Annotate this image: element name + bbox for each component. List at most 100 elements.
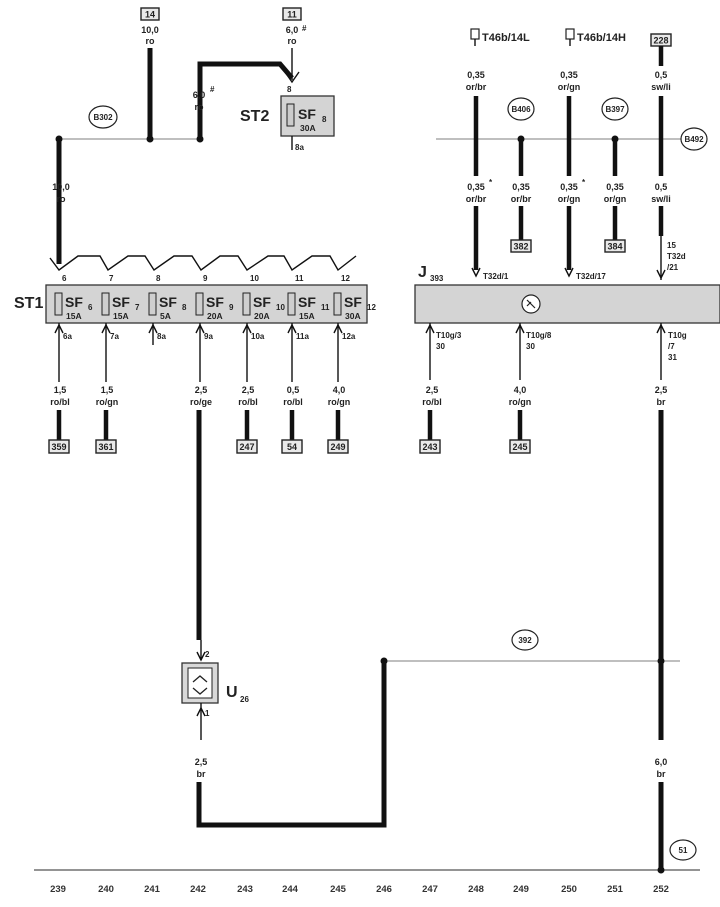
ref-box-11 — [282, 7, 302, 21]
wire-label: 4,0 — [514, 385, 527, 395]
pin-label: 9a — [204, 332, 213, 341]
st1-fuse-block — [45, 284, 368, 324]
wire-label: ro/gn — [509, 397, 532, 407]
wire-label: br — [657, 397, 666, 407]
wire-label: 10,0 — [52, 182, 70, 192]
track-number: 246 — [376, 884, 392, 895]
connector-t46-h — [565, 28, 575, 46]
relay-symbol-icon — [187, 667, 213, 699]
pin-label: 7 — [109, 274, 114, 283]
fuse-name: SF — [65, 294, 83, 310]
wire-label: 0,35 — [560, 70, 578, 80]
fuse-name: SF — [159, 294, 177, 310]
pin-arrow — [148, 323, 158, 334]
wire-label: 0,35 — [512, 182, 530, 192]
ref-text: 247 — [239, 442, 254, 452]
fuse-symbol — [148, 292, 157, 316]
fuse-symbol — [54, 292, 63, 316]
fuse-name: SF — [344, 294, 362, 310]
fuse-rating: 15A — [113, 311, 129, 321]
pin-label: 7a — [110, 332, 119, 341]
track-number: 241 — [144, 884, 161, 895]
wire-mark: # — [210, 85, 215, 94]
wire-mark: # — [302, 24, 307, 33]
pin-arrow — [656, 323, 666, 334]
fuse-symbol — [333, 292, 342, 316]
junction-dot — [657, 657, 665, 665]
pin-label: T10g — [668, 331, 687, 340]
fuse-sub: 9 — [229, 303, 234, 312]
st2-fuse-rating: 30A — [300, 123, 316, 133]
pin-label: 9 — [203, 274, 208, 283]
fuse-rating: 20A — [207, 311, 223, 321]
wire-label: or/br — [511, 194, 532, 204]
wire-label: 6,0 — [655, 757, 668, 767]
pin-label: 8 — [156, 274, 161, 283]
fuse-sub: 12 — [367, 303, 376, 312]
ref-11-text: 11 — [287, 10, 297, 20]
splice-b302 — [88, 105, 118, 129]
track-number: 252 — [653, 884, 669, 895]
relay-label: U — [226, 684, 238, 701]
junction-dot — [196, 135, 204, 143]
ref-box — [48, 439, 70, 454]
wire-label: or/br — [466, 82, 487, 92]
fuse-symbol — [101, 292, 110, 316]
control-unit-symbol-icon — [521, 294, 541, 314]
ground-51-label: 51 — [679, 846, 688, 855]
fuse-name: SF — [298, 294, 316, 310]
pin-arrow — [564, 267, 574, 278]
pin-label: 10a — [251, 332, 265, 341]
ref-box — [95, 439, 117, 454]
connector-t46-l-label: T46b/14L — [482, 32, 530, 44]
pin-label: 1 — [205, 709, 210, 718]
junction-dot — [657, 866, 665, 874]
control-unit-j393 — [414, 284, 720, 324]
pin-label: 12 — [341, 274, 350, 283]
pin-label: T32d — [667, 252, 686, 261]
wire-label: ro — [288, 36, 298, 46]
wire-label: ro/gn — [328, 397, 351, 407]
splice-b492-label: B492 — [684, 135, 704, 144]
wire-label: 6,0 — [286, 25, 299, 35]
pin-arrow — [471, 267, 481, 278]
st2-fuse-name: SF — [298, 106, 316, 122]
fuse-rating: 5A — [160, 311, 171, 321]
track-number: 244 — [282, 884, 299, 895]
wire-label: or/gn — [558, 82, 581, 92]
ref-box-245 — [509, 439, 531, 454]
fuse-rating: 15A — [299, 311, 315, 321]
ref-text: 359 — [51, 442, 66, 452]
connector-t46-l — [470, 28, 480, 46]
track-number: 248 — [468, 884, 484, 895]
wire-label: 1,5 — [54, 385, 67, 395]
st1-label: ST1 — [14, 295, 43, 312]
track-number: 251 — [607, 884, 624, 895]
pin-label: 15 — [667, 241, 676, 250]
ref-box — [281, 439, 303, 454]
wire-label: 0,5 — [655, 182, 668, 192]
wire-label: or/gn — [558, 194, 581, 204]
wire-label: ro — [57, 194, 67, 204]
wire-label: ro/bl — [50, 397, 70, 407]
fuse-sub: 10 — [276, 303, 285, 312]
wire-label: ro — [195, 102, 205, 112]
wire-label: 0,35 — [560, 182, 578, 192]
wire-label: or/gn — [604, 194, 627, 204]
splice-392 — [511, 629, 539, 651]
pin-arrow — [333, 323, 343, 334]
pin-label: 11 — [295, 274, 304, 283]
track-number: 245 — [330, 884, 347, 895]
pin-arrow — [656, 269, 666, 280]
track-number: 243 — [237, 884, 253, 895]
splice-b397 — [601, 97, 629, 121]
splice-392-label: 392 — [518, 636, 532, 645]
ref-box-384 — [604, 239, 626, 253]
pin-arrow — [196, 706, 206, 717]
wire-label: 4,0 — [333, 385, 346, 395]
pin-arrow — [515, 323, 525, 334]
wire-label: ro/bl — [283, 397, 303, 407]
ground-51 — [669, 839, 697, 861]
pin-arrow — [101, 323, 111, 334]
